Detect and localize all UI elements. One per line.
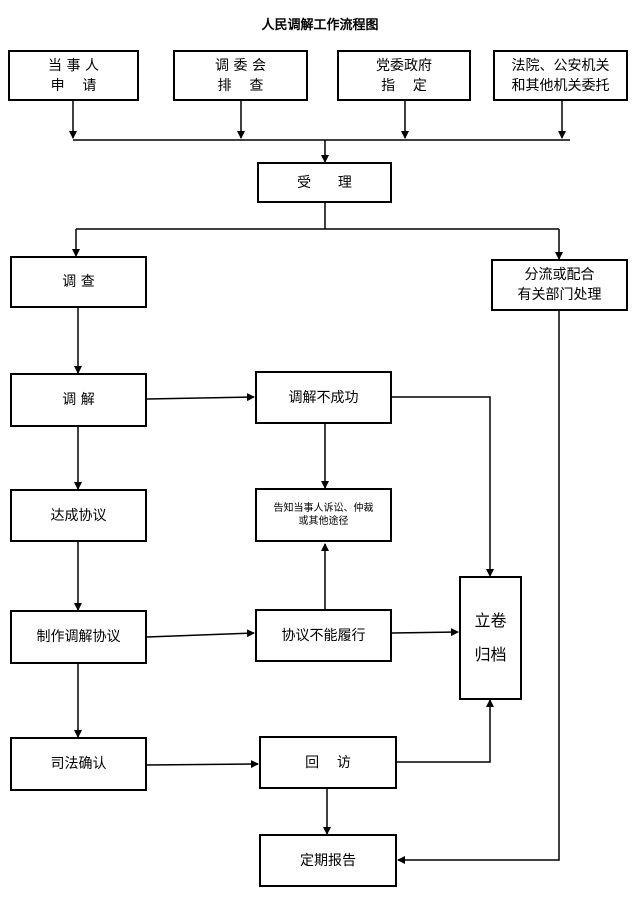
node-archive-label: 立卷 归档 [474, 611, 507, 664]
arrow-failed-archive [392, 396, 494, 577]
node-party-assign-label: 党委政府 指 定 [376, 57, 432, 94]
node-party-assign: 党委政府 指 定 [337, 50, 471, 101]
node-draft-agreement: 制作调解协议 [10, 610, 147, 664]
node-agreement-reached: 达成协议 [10, 489, 147, 542]
node-committee-check: 调 委 会 排 查 [173, 50, 308, 101]
arrow-revisit-archive [397, 699, 494, 763]
node-court-police-label: 法院、公安机关 和其他机关委托 [511, 57, 610, 94]
node-judicial-confirm-label: 司法确认 [50, 756, 107, 772]
node-applicant-label: 当 事 人 申 请 [48, 57, 99, 94]
node-periodic-report: 定期报告 [259, 834, 397, 887]
node-divert-label: 分流或配合 有关部门处理 [517, 267, 602, 303]
flowchart-title: 人民调解工作流程图 [261, 18, 379, 33]
node-archive: 立卷 归档 [459, 576, 522, 700]
node-accept-label: 受 理 [297, 174, 352, 191]
node-mediate: 调 解 [10, 373, 147, 427]
node-notify-litigation-label: 告知当事人诉讼、仲裁 或其他途径 [273, 503, 374, 527]
node-revisit: 回 访 [259, 736, 397, 789]
arrow-notfulfilled-archive [391, 628, 459, 637]
node-court-police: 法院、公安机关 和其他机关委托 [493, 50, 628, 101]
node-agreement-not-fulfilled-label: 协议不能履行 [281, 627, 366, 644]
node-accept: 受 理 [257, 162, 392, 203]
node-periodic-report-label: 定期报告 [300, 852, 356, 869]
node-agreement-reached-label: 达成协议 [50, 507, 107, 524]
node-draft-agreement-label: 制作调解协议 [36, 629, 121, 645]
arrow-draft-notfulfilled [146, 629, 255, 638]
node-mediate-label: 调 解 [62, 392, 95, 408]
arrow-mediate-failed [146, 393, 255, 402]
node-revisit-label: 回 访 [305, 754, 351, 771]
node-notify-litigation: 告知当事人诉讼、仲裁 或其他途径 [255, 488, 392, 542]
arrow-judicial-revisit [146, 760, 259, 769]
node-applicant: 当 事 人 申 请 [8, 50, 139, 101]
node-investigate-label: 调 查 [62, 274, 95, 290]
node-mediation-failed-label: 调解不成功 [288, 389, 359, 406]
node-divert: 分流或配合 有关部门处理 [491, 259, 628, 311]
node-agreement-not-fulfilled: 协议不能履行 [255, 609, 392, 662]
node-investigate: 调 查 [10, 256, 147, 308]
arrow-divert-report [397, 311, 560, 864]
node-committee-check-label: 调 委 会 排 查 [215, 57, 266, 94]
node-mediation-failed: 调解不成功 [255, 371, 392, 424]
node-judicial-confirm: 司法确认 [10, 737, 147, 791]
